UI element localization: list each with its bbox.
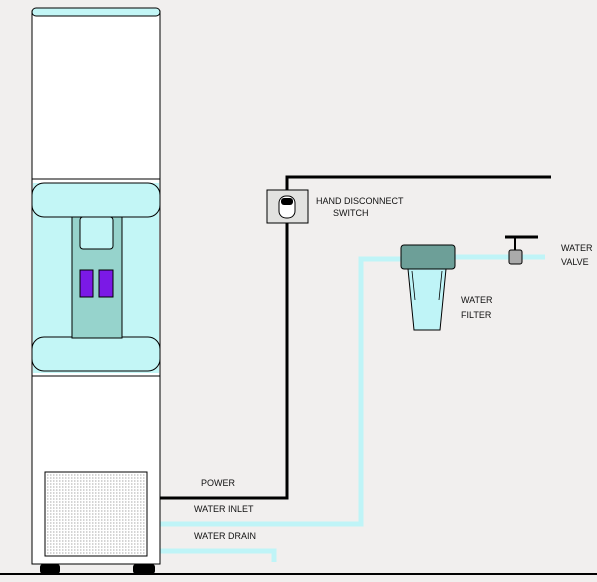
hand-disconnect-label-line2: SWITCH	[333, 208, 369, 218]
vent-grille-lines	[47, 474, 145, 554]
power-label: POWER	[201, 478, 236, 488]
valve-body	[508, 249, 523, 265]
hand-disconnect-label: HAND DISCONNECT SWITCH	[316, 195, 404, 219]
dispenser-bottom-band	[31, 336, 161, 372]
dispenser-button-right	[98, 269, 114, 298]
water-inlet-pipe	[160, 256, 402, 527]
water-cooler-icon	[31, 7, 161, 574]
dispenser-button-left	[79, 269, 94, 298]
water-drain-pipe	[160, 548, 277, 562]
filter-head	[400, 244, 456, 270]
dispenser-window	[79, 216, 114, 250]
water-filter-label-line1: WATER	[461, 295, 493, 305]
water-filter-label-line2: FILTER	[461, 310, 492, 320]
cooler-foot-right	[133, 564, 155, 574]
water-valve-label: WATER VALVE	[561, 242, 593, 268]
filter-canister-inner-left	[411, 270, 416, 301]
switch-toggle-knob	[281, 198, 293, 205]
water-inlet-label: WATER INLET	[194, 504, 254, 514]
filter-canister	[407, 268, 447, 331]
hand-disconnect-label-line1: HAND DISCONNECT	[316, 196, 404, 206]
cooler-top-cap	[31, 7, 161, 17]
cooler-foot-left	[40, 564, 60, 574]
water-valve-label-line1: WATER	[561, 243, 593, 253]
water-filter-icon	[400, 244, 456, 331]
water-filter-label: WATER FILTER	[461, 294, 493, 321]
dispenser-top-band	[31, 182, 161, 218]
filter-canister-inner-right	[438, 270, 443, 301]
water-valve-label-line2: VALVE	[561, 257, 589, 267]
water-valve-icon	[505, 235, 538, 265]
water-drain-label: WATER DRAIN	[194, 531, 256, 541]
power-cable	[160, 175, 551, 500]
hand-disconnect-switch-icon	[266, 189, 309, 224]
